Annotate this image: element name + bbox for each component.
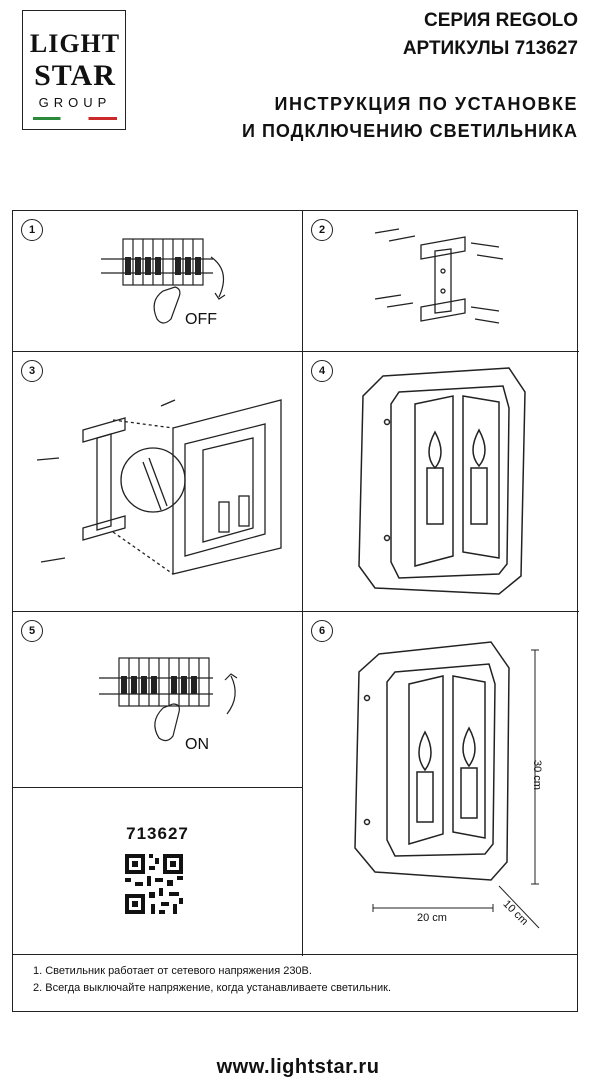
- width-dimension: 20 cm: [417, 912, 447, 924]
- step-2-panel: 2: [303, 211, 579, 352]
- logo-text-light: LIGHT: [29, 29, 121, 58]
- off-label: OFF: [185, 311, 217, 328]
- website-link[interactable]: www.lightstar.ru: [216, 1056, 380, 1078]
- step-2-number: 2: [311, 219, 333, 241]
- note-safety: 2. Всегда выключайте напряжение, когда у…: [33, 982, 392, 994]
- mounting-bracket-illustration: [374, 228, 504, 324]
- series-title: СЕРИЯ REGOLO: [424, 10, 578, 31]
- logo-text-group: GROUP: [38, 95, 112, 110]
- breaker-on-illustration: [99, 657, 238, 742]
- step-1-panel: 1 OFF: [13, 211, 303, 352]
- step-4-number: 4: [311, 360, 333, 382]
- instruction-title-line2: И ПОДКЛЮЧЕНИЮ СВЕТИЛЬНИКА: [242, 121, 578, 141]
- dimensions-illustration: [354, 641, 540, 929]
- step-1-number: 1: [21, 219, 43, 241]
- brand-logo: LIGHT STAR GROUP: [22, 10, 126, 130]
- logo-text-star: STAR: [34, 59, 116, 92]
- italian-flag-stripe: [33, 117, 117, 120]
- step-5-number: 5: [21, 620, 43, 642]
- article-code: 713627: [126, 824, 189, 843]
- step-3-panel: 3: [13, 352, 303, 612]
- article-panel: 713627: [13, 788, 303, 956]
- step-4-panel: 4: [303, 352, 579, 612]
- step-6-panel: 6 30 cm 20 cm 10 cm: [303, 612, 579, 956]
- step-6-number: 6: [311, 620, 333, 642]
- note-voltage: 1. Светильник работает от сетевого напря…: [33, 965, 312, 977]
- assembled-lamp-illustration: [358, 367, 526, 595]
- notes-box: 1. Светильник работает от сетевого напря…: [12, 955, 578, 1012]
- step-3-number: 3: [21, 360, 43, 382]
- wiring-mount-illustration: [36, 399, 282, 575]
- breaker-off-illustration: [101, 238, 226, 324]
- step-5-panel: 5 ON: [13, 612, 303, 788]
- on-label: ON: [185, 736, 209, 753]
- qr-code-icon: [125, 854, 183, 914]
- height-dimension: 30 cm: [531, 760, 543, 790]
- instruction-grid: 1 OFF 2: [12, 210, 579, 956]
- articles-title: АРТИКУЛЫ 713627: [402, 38, 578, 59]
- instruction-title-line1: ИНСТРУКЦИЯ ПО УСТАНОВКЕ: [274, 94, 578, 114]
